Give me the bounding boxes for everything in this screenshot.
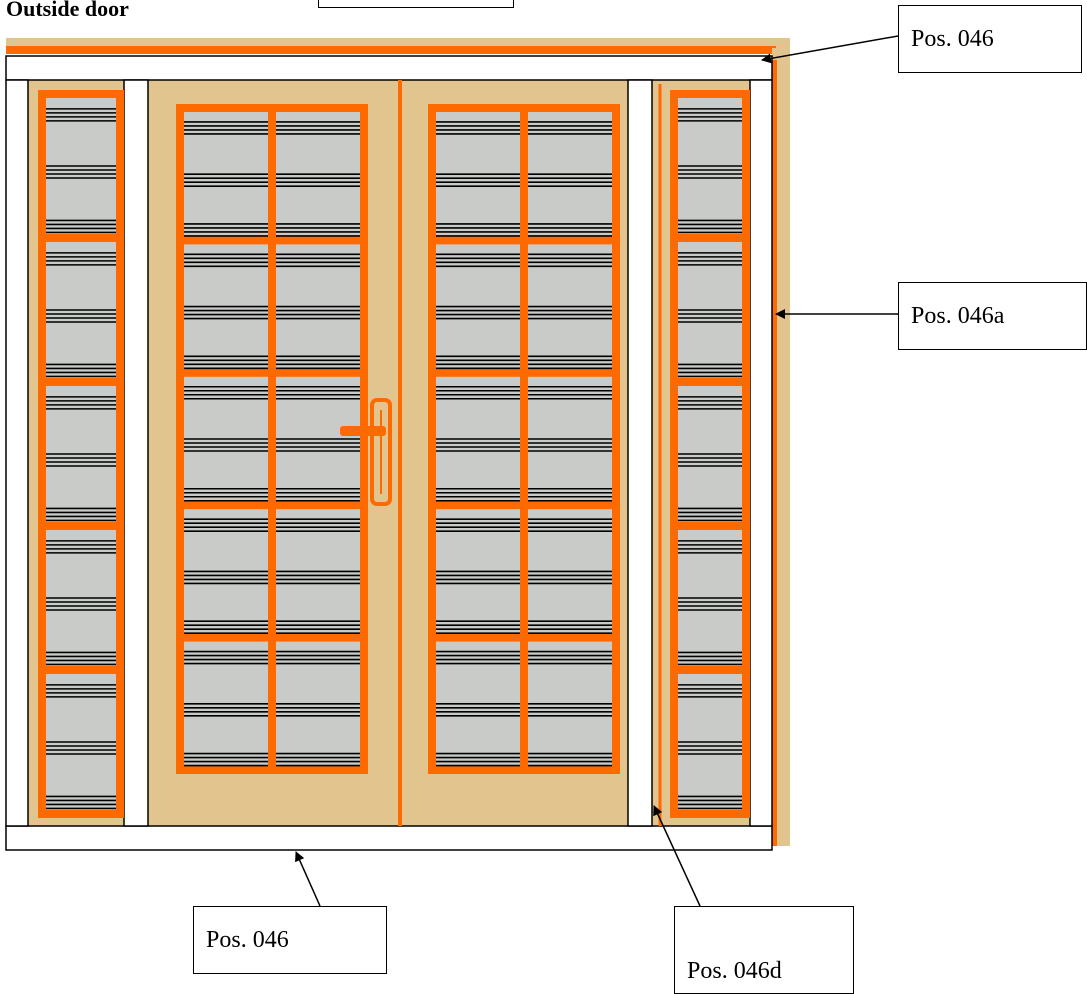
frame-head [5, 55, 773, 81]
empty-label-box [318, 0, 514, 8]
glazing-group [38, 90, 750, 818]
frame-sill [5, 825, 773, 851]
top-trim-orange [6, 46, 776, 54]
frame-jamb-left [5, 79, 29, 827]
label-pos-046d: Pos. 046d [674, 906, 854, 994]
label-pos-046-top-text: Pos. 046 [911, 25, 994, 52]
label-pos-046d-text: Pos. 046d [687, 958, 782, 984]
frame-mullion-right [627, 79, 653, 827]
frame-mullion-left [123, 79, 149, 827]
label-pos-046a-text: Pos. 046a [911, 302, 1005, 329]
frame-jamb-right [749, 79, 773, 827]
drawing-title: Outside door [6, 0, 129, 21]
label-pos-046-bottom: Pos. 046 [193, 906, 387, 974]
label-pos-046-top: Pos. 046 [898, 5, 1082, 73]
door-handle [340, 398, 392, 506]
leader-bottom-right [653, 805, 701, 907]
leader-bottom-left [295, 851, 321, 907]
right-extension-stripe [772, 60, 777, 846]
top-trim [6, 38, 790, 48]
leader-top-right [761, 35, 899, 64]
label-pos-046-bottom-text: Pos. 046 [206, 926, 289, 953]
label-pos-046a: Pos. 046a [898, 282, 1087, 350]
